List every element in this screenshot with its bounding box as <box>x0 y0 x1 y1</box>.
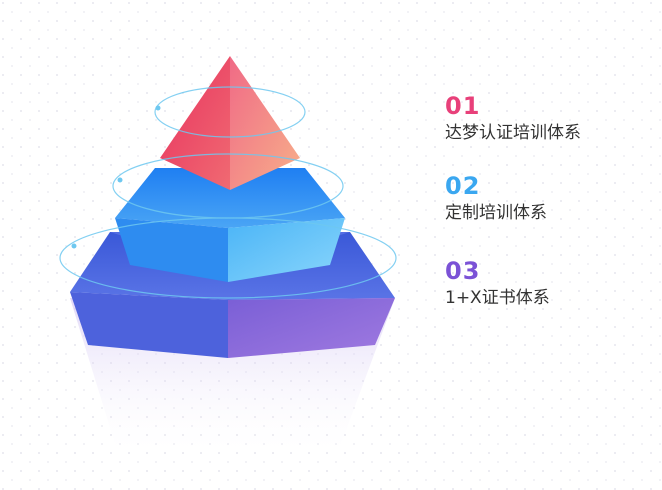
tier-2-label: 02 定制培训体系 <box>445 172 655 224</box>
tier-1-title: 达梦认证培训体系 <box>445 123 581 143</box>
orbit-rings <box>59 86 397 299</box>
tier-2-title: 定制培训体系 <box>445 203 547 223</box>
tier-1-number: 01 <box>445 92 481 120</box>
tier-2-number: 02 <box>445 172 481 200</box>
orbit-dots <box>71 105 161 249</box>
tier-1-label: 01 达梦认证培训体系 <box>445 92 655 144</box>
tier-3-label: 03 1+X证书体系 <box>445 257 655 309</box>
tier-3-title: 1+X证书体系 <box>445 288 550 308</box>
tier-3-number: 03 <box>445 257 481 285</box>
tier-1-block <box>160 56 300 190</box>
